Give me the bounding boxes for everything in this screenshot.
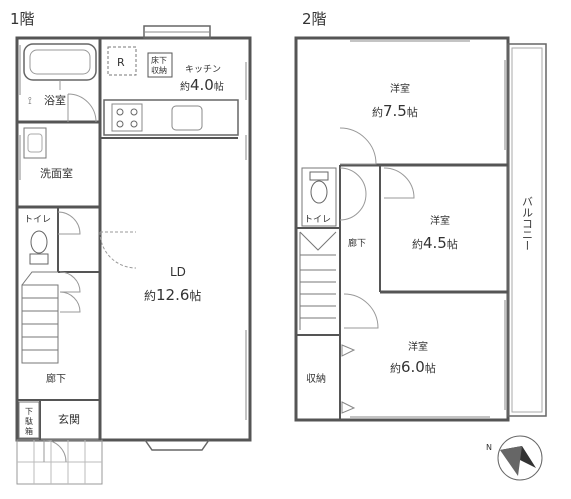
floor-storage-box [147,52,173,78]
ld-name: LD [170,265,186,279]
faucet-icon: ⟟ [28,96,32,107]
room45-name: 洋室 [430,214,450,227]
corridor2-label: 廊下 [348,237,366,249]
ld-area: 約12.6帖 [144,286,201,304]
fridge-space [107,46,137,76]
compass-north-label: N [486,443,492,452]
toilet2-label: トイレ [304,215,331,225]
floor-storage-label: 床下収納 [151,55,167,75]
closet-doors [59,271,81,313]
wash-basin-icon [23,127,47,159]
bath-label: 浴室 [44,93,66,107]
bathtub [23,43,97,90]
kitchen-name: キッチン [185,64,221,75]
room75-area: 約7.5帖 [372,102,418,120]
room45-area: 約4.5帖 [412,234,458,252]
toilet1-door [57,211,81,235]
room75-name: 洋室 [390,82,410,95]
balcony-label: バルコニー [521,196,534,251]
kitchen-area: 約4.0帖 [180,76,224,94]
entrance-door [43,439,67,463]
shoe-box-label: 下駄箱 [25,407,33,436]
staircase-floor2 [299,231,337,330]
toilet2-icon [309,171,329,204]
room75-door [339,127,377,165]
kitchen-counter [103,99,239,136]
storage2-label: 収納 [306,372,326,385]
washroom-label: 洗面室 [40,166,73,180]
floor1-title: 1階 [10,10,35,28]
floor1-walls [15,25,252,485]
room45-door [383,167,415,199]
toilet2-door [339,167,367,221]
toilet1-icon [29,230,49,265]
staircase-floor1 [21,271,59,364]
toilet1-label: トイレ [24,215,51,225]
bath-door [67,93,97,123]
compass-icon: N [486,435,543,481]
corridor1-label: 廊下 [46,372,66,385]
entrance-label: 玄関 [58,412,80,426]
room60-area: 約6.0帖 [390,358,436,376]
room60-name: 洋室 [408,340,428,353]
floor2-title: 2階 [302,10,327,28]
floor2-walls [294,36,547,422]
fridge-mark: R [117,56,125,69]
ld-door [99,231,137,269]
room60-door [343,293,379,329]
